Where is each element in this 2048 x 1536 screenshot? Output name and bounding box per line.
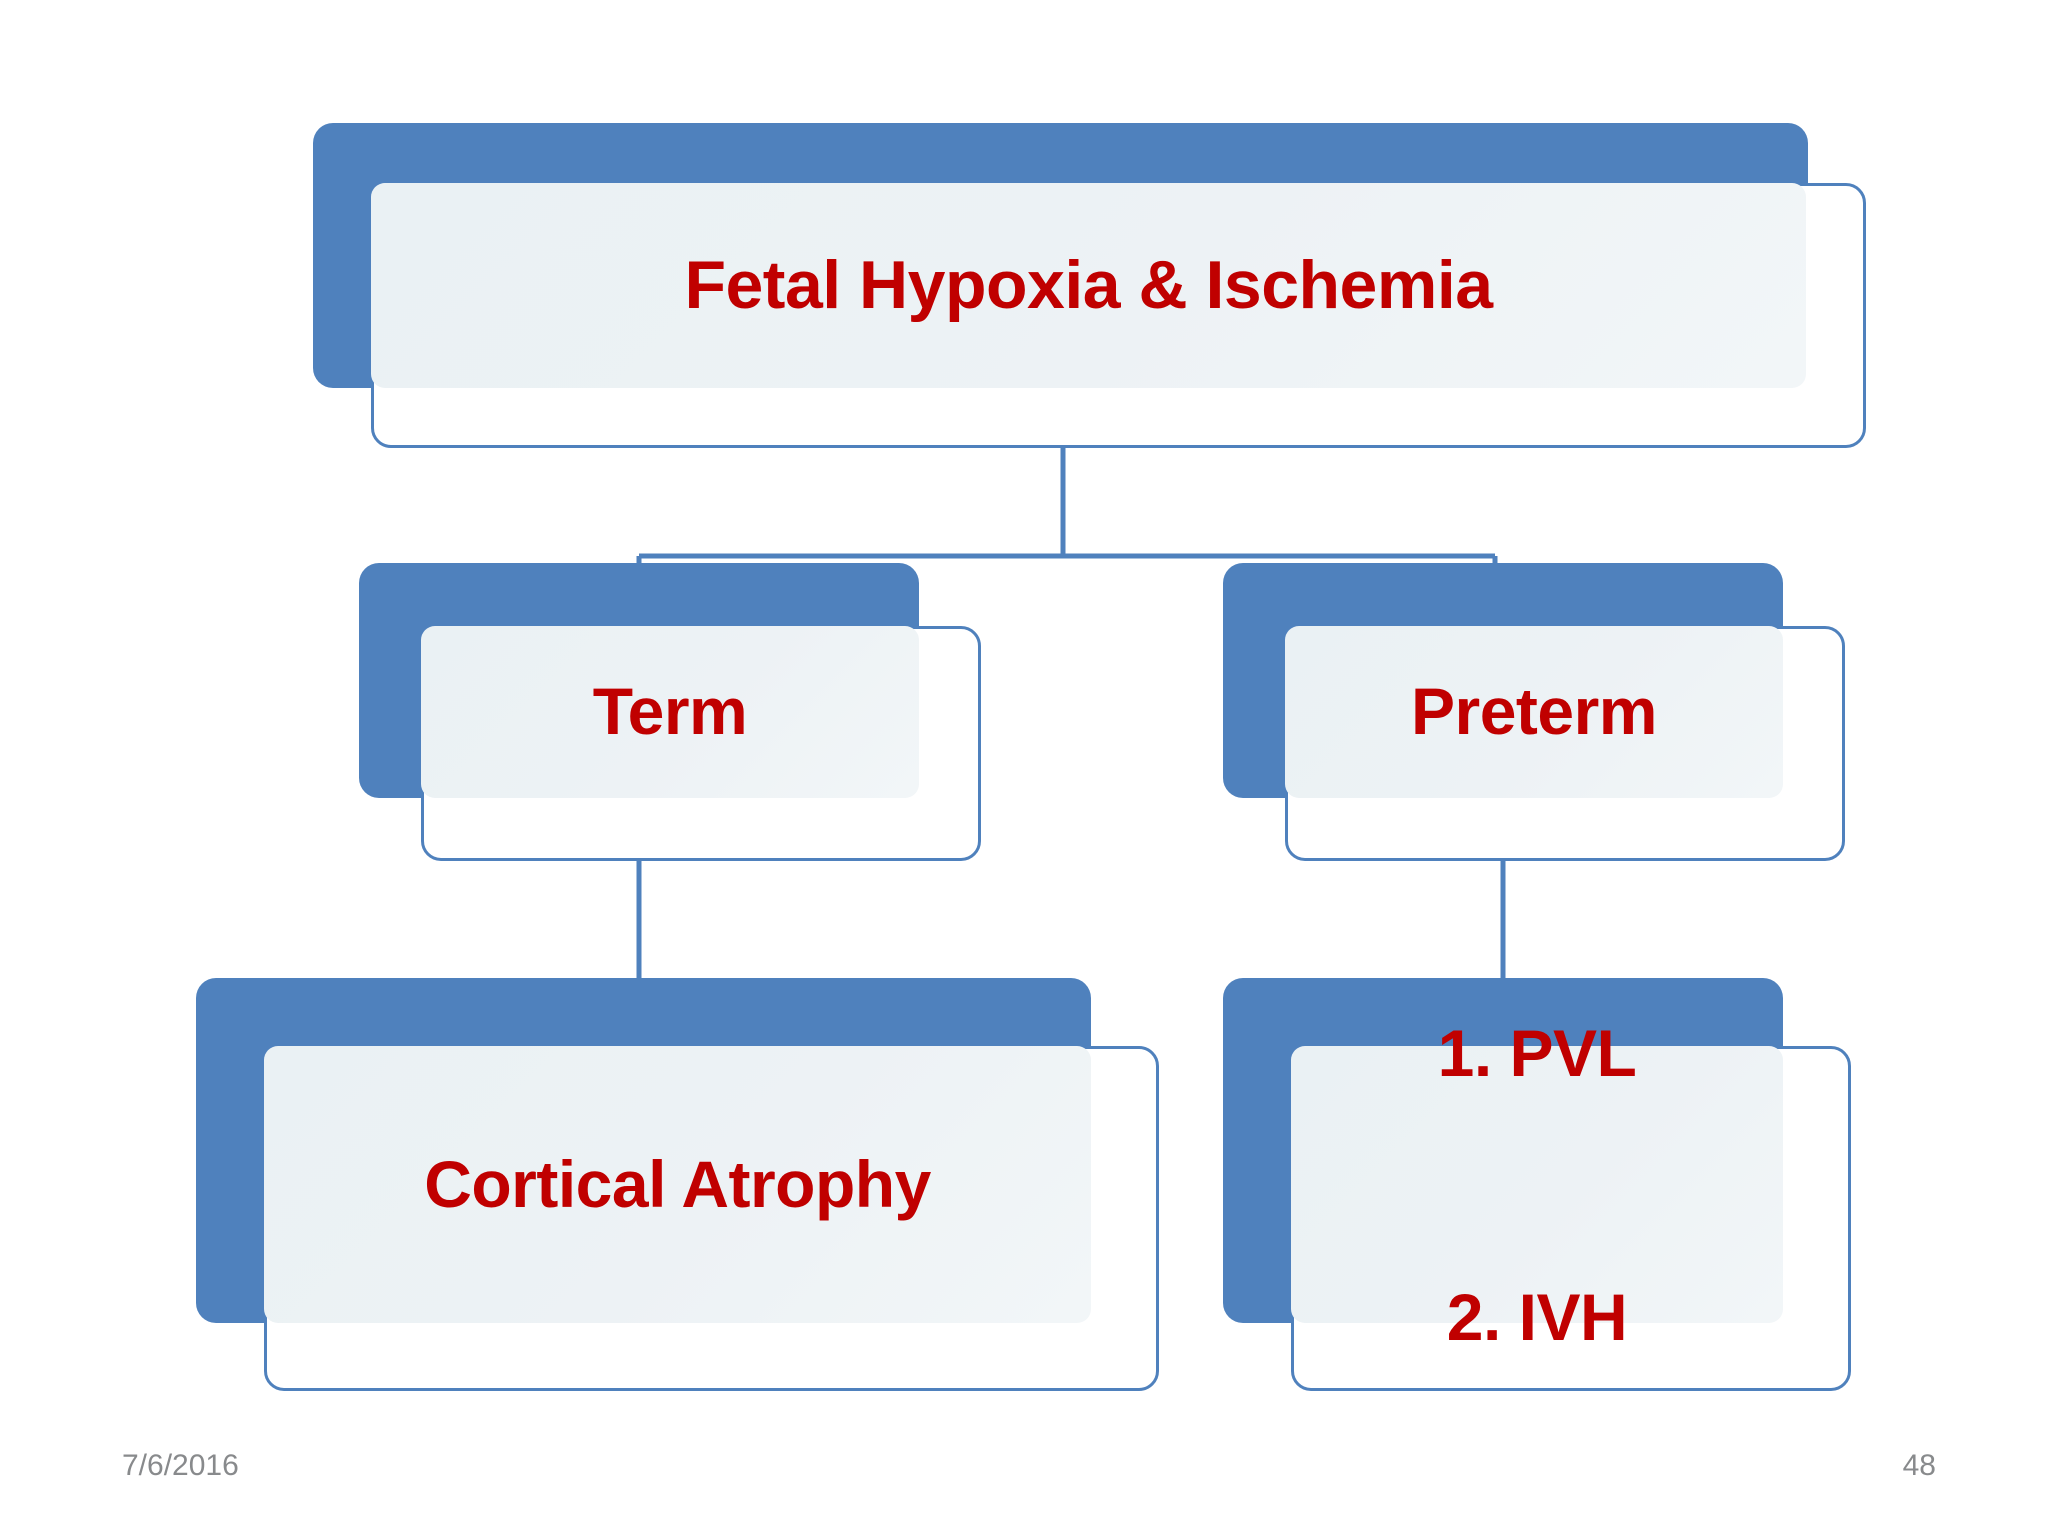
node-preterm-label: Preterm [1411, 674, 1657, 749]
footer-page-number: 48 [1902, 1449, 1936, 1482]
node-term-fill-plate: Term [421, 626, 919, 798]
diagram-node-pvl-ivh[interactable]: 1. PVL 2. IVH [1223, 978, 1853, 1393]
diagram-node-cortical-atrophy[interactable]: Cortical Atrophy [196, 978, 1161, 1393]
diagram-node-preterm[interactable]: Preterm [1223, 563, 1853, 868]
footer-date: 7/6/2016 [122, 1449, 239, 1482]
node-cortical-fill-plate: Cortical Atrophy [264, 1046, 1091, 1323]
node-cortical-label: Cortical Atrophy [424, 1146, 931, 1221]
diagram-node-root[interactable]: Fetal Hypoxia & Ischemia [313, 123, 1873, 453]
node-preterm-fill-plate: Preterm [1285, 626, 1783, 798]
node-root-fill-plate: Fetal Hypoxia & Ischemia [371, 183, 1806, 388]
node-pvlivh-label: 1. PVL 2. IVH [1437, 1015, 1637, 1354]
node-term-label: Term [592, 674, 748, 749]
diagram-node-term[interactable]: Term [359, 563, 989, 868]
node-root-label: Fetal Hypoxia & Ischemia [684, 247, 1493, 324]
node-pvlivh-fill-plate: 1. PVL 2. IVH [1291, 1016, 1783, 1354]
